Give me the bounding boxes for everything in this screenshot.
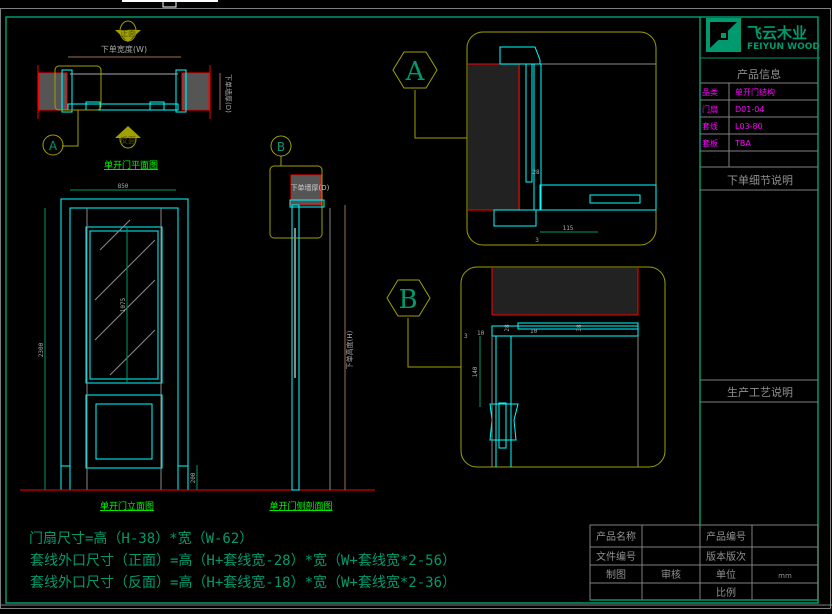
file-no-label: 文件编号 [596, 550, 636, 563]
section-depth-label: 下单墙厚(D) [291, 183, 330, 192]
product-info-title: 产品信息 [737, 67, 781, 81]
detail-b-dim: 3 [464, 333, 468, 340]
process-title: 生产工艺说明 [727, 385, 793, 399]
formula-door-leaf: 门扇尺寸=高（H-38）*宽（W-62） [29, 530, 253, 547]
formula-front-casing: 套线外口尺寸（正面）=高（H+套线宽-28）*宽（W+套线宽*2-56） [30, 552, 456, 569]
info-label: 套线 [702, 121, 718, 131]
info-value: D01-04 [735, 105, 764, 114]
width-dimension: 850 [118, 183, 129, 190]
toolbar-handle[interactable] [162, 0, 177, 8]
svg-text:正面: 正面 [120, 29, 136, 38]
brand-name-en: FEIYUN WOOD [747, 42, 820, 52]
callout-a: A [49, 139, 58, 153]
info-label: 套板 [702, 138, 718, 148]
base-dimension: 200 [190, 472, 197, 483]
unit-label: 单位 [716, 568, 736, 581]
glass-dimension: 1075 [120, 297, 127, 312]
detail-a-dim: 28 [532, 169, 540, 176]
toolbar-fragment [122, 0, 218, 2]
formula-back-casing: 套线外口尺寸（反面）=高（H+套线宽-18）*宽（W+套线宽*2-36） [30, 574, 456, 591]
height-dimension: 2300 [38, 342, 45, 357]
detail-b-dim: 10 [530, 328, 538, 335]
version-label: 版本版次 [706, 550, 746, 563]
back-marker-icon: 反面 [115, 126, 141, 149]
info-label: 品类 [702, 87, 718, 97]
unit-value: mm [778, 572, 792, 580]
info-value: L03-80 [735, 122, 763, 131]
detail-b-dim: 28 [504, 324, 511, 332]
review-label: 审核 [661, 568, 681, 581]
drawn-label: 制图 [606, 568, 626, 581]
width-label: 下单宽度(W) [101, 44, 147, 54]
scale-label: 比例 [716, 586, 736, 599]
product-name-label: 产品名称 [596, 530, 636, 543]
plan-view-title: 单开门平面图 [104, 159, 158, 171]
side-section: B 下单墙厚(D) 下单高度(H) 单开门侧剖面图 [269, 135, 354, 512]
height-label: 下单高度(H) [345, 330, 354, 369]
outer-border [0, 8, 831, 609]
detail-b-dim: 38 [576, 324, 583, 332]
side-section-title: 单开门侧剖面图 [269, 500, 332, 512]
logo-icon [706, 18, 741, 52]
info-value: TBA [734, 139, 751, 148]
svg-text:反面: 反面 [120, 135, 136, 145]
info-value: 单开门结构 [735, 87, 775, 97]
detail-b-label: B [398, 285, 417, 315]
product-no-label: 产品编号 [706, 530, 746, 543]
detail-b: B 140 28 10 10 38 3 [386, 266, 666, 468]
brand-name-cn: 飞云木业 [747, 24, 807, 42]
front-marker-icon: 正面 [115, 20, 141, 42]
title-panel: 飞云木业 FEIYUN WOOD 产品信息 品类 单开门结构 门扇 D01-04… [699, 17, 820, 525]
formulas: 门扇尺寸=高（H-38）*宽（W-62） 套线外口尺寸（正面）=高（H+套线宽-… [29, 530, 456, 591]
detail-a: A 115 28 3 [392, 31, 657, 246]
info-label: 门扇 [702, 104, 718, 114]
door-elevation: 850 2300 1075 200 单开门立面图 [20, 183, 375, 512]
detail-a-dim: 115 [563, 225, 574, 232]
elevation-title: 单开门立面图 [100, 500, 154, 512]
drawing-frame [5, 16, 819, 604]
detail-b-dim: 10 [477, 330, 485, 337]
depth-label: 下单墙厚(D) [224, 74, 233, 113]
order-details-title: 下单细节说明 [727, 173, 793, 187]
callout-b: B [277, 140, 285, 154]
plan-view: 正面 下单宽度(W) 下单墙厚(D) A 反面 单开门平面图 [37, 20, 233, 171]
detail-b-dim: 140 [472, 366, 479, 377]
detail-a-label: A [405, 57, 426, 87]
title-block: 产品名称 产品编号 文件编号 版本版次 制图 审核 单位 mm 比例 [589, 524, 819, 601]
detail-a-dim: 3 [535, 237, 539, 244]
